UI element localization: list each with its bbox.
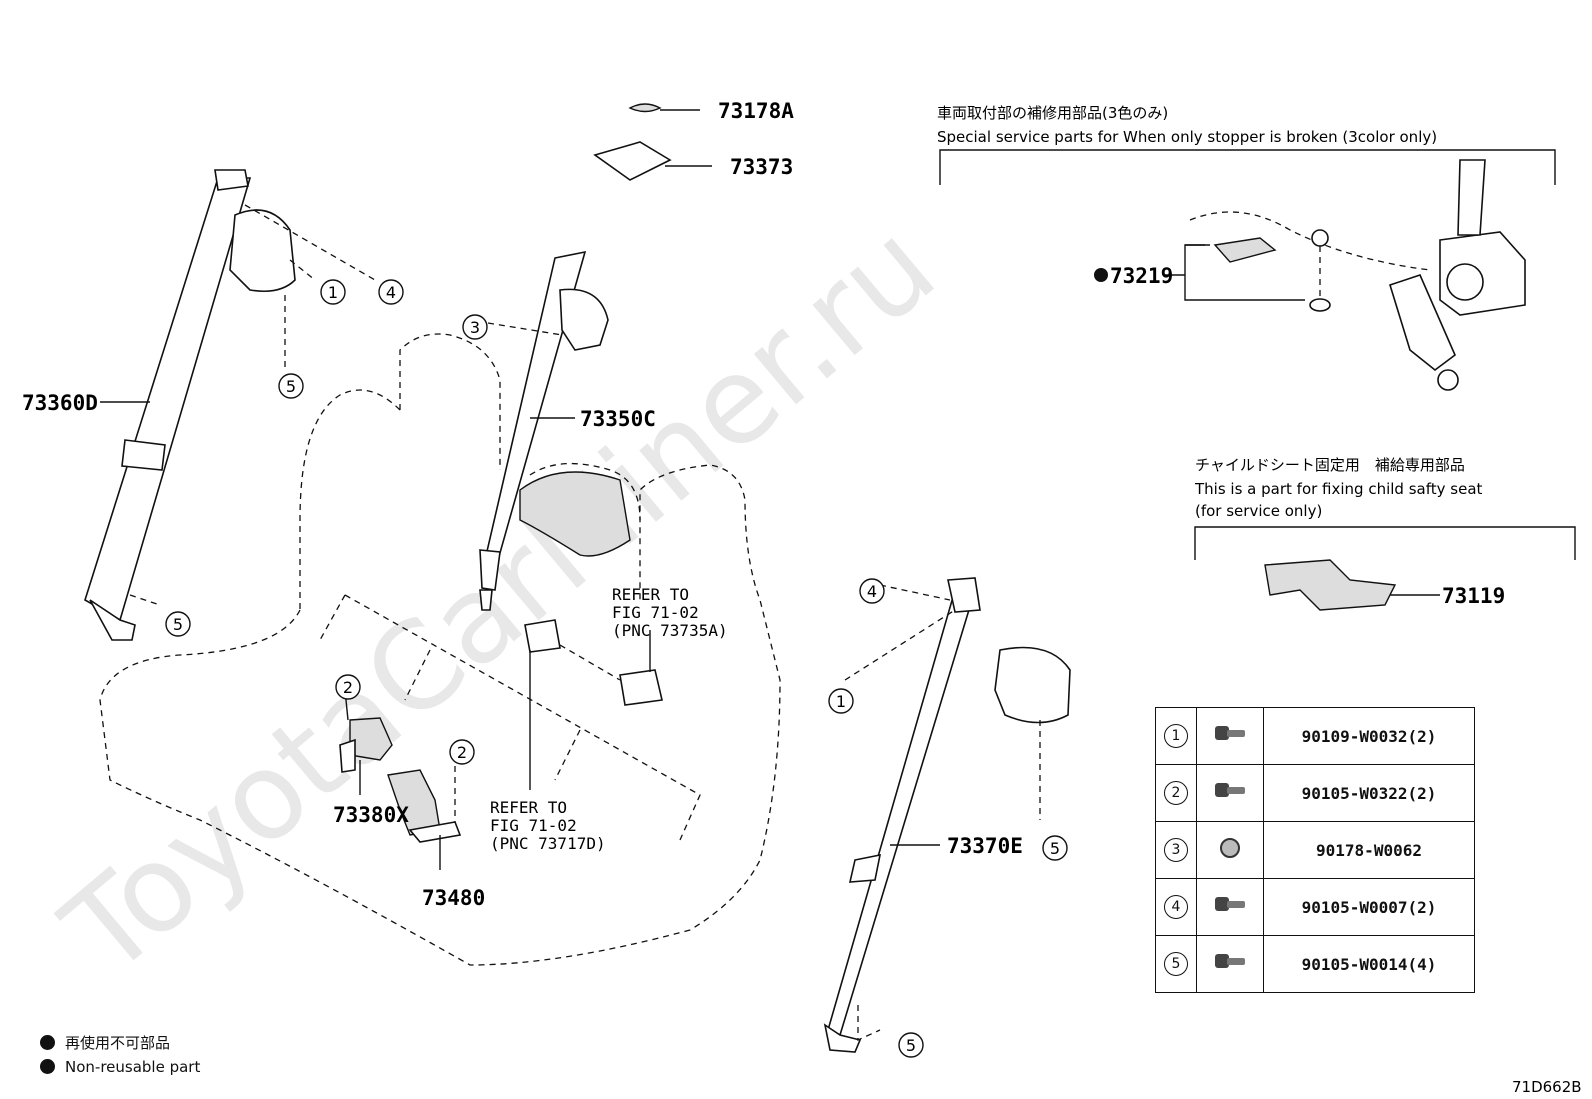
callout-5-left-bottom: 5 [165,611,191,637]
child-note-jp: チャイルドシート固定用 補給専用部品 [1195,456,1465,474]
row-number: 3 [1164,838,1188,862]
table-row: 4 90105-W0007(2) [1155,878,1475,936]
callout-1-right: 1 [828,688,854,714]
bolt-icon [1213,723,1247,745]
label-73480: 73480 [422,886,485,910]
label-73373: 73373 [730,155,793,179]
stopper-note-en: Special service parts for When only stop… [937,128,1437,146]
svg-text:4: 4 [386,283,396,302]
part-73178A-clip [628,103,700,113]
svg-text:4: 4 [867,582,877,601]
table-row: 3 90178-W0062 [1155,821,1475,879]
svg-text:1: 1 [328,283,338,302]
buckle-73480 [387,755,462,870]
label-73178A: 73178A [718,99,794,123]
part-number: 90105-W0007(2) [1263,878,1475,936]
label-73370E: 73370E [947,834,1023,858]
svg-text:5: 5 [173,615,183,634]
bullet-icon [40,1035,55,1050]
callout-5-left-top: 5 [278,373,304,399]
seat-belt-73360D [84,169,376,641]
refer-to-73735A: REFER TO FIG 71-02 (PNC 73735A) [612,585,728,640]
buckle-73380X [339,689,393,795]
child-note-en2: (for service only) [1195,502,1322,520]
label-73380X: 73380X [333,803,409,827]
ref2-line2: FIG 71-02 [490,816,577,835]
figure-code: 71D662B [1512,1078,1582,1096]
callout-5-right-bottom: 5 [898,1032,924,1058]
anchor-pnc-73735A [524,619,663,790]
part-number: 90109-W0032(2) [1263,707,1475,765]
svg-text:1: 1 [836,692,846,711]
child-seat-service-box [1194,526,1576,611]
table-row: 1 90109-W0032(2) [1155,707,1475,765]
svg-text:3: 3 [470,318,480,337]
non-reusable-dot [1094,268,1108,282]
ref1-line1: REFER TO [612,585,689,604]
nut-icon [1220,838,1240,858]
label-73219: 73219 [1110,264,1173,288]
legend-jp-text: 再使用不可部品 [65,1034,171,1052]
svg-text:2: 2 [457,743,467,762]
ref1-line3: (PNC 73735A) [612,621,728,640]
row-number: 4 [1164,895,1188,919]
legend-en-text: Non-reusable part [65,1058,201,1076]
seat-belt-73370E [823,577,1071,1053]
svg-text:5: 5 [286,377,296,396]
callout-2-left: 2 [335,674,361,700]
refer-to-73717D: REFER TO FIG 71-02 (PNC 73717D) [490,798,606,853]
stopper-service-box [939,149,1556,391]
legend-en: Non-reusable part [40,1058,200,1076]
callout-1-left: 1 [320,279,346,305]
rear-seat-outline [99,333,781,966]
callout-2-right: 2 [449,739,475,765]
table-row: 5 90105-W0014(4) [1155,935,1475,993]
ref2-line1: REFER TO [490,798,567,817]
ref1-line2: FIG 71-02 [612,603,699,622]
callout-4-left: 4 [378,279,404,305]
seat-belt-73350C [479,250,609,611]
bolt-icon [1213,951,1247,973]
label-73360D: 73360D [22,391,98,415]
svg-text:2: 2 [343,678,353,697]
label-73119: 73119 [1442,584,1505,608]
legend-jp: 再使用不可部品 [40,1032,170,1053]
bullet-icon [40,1059,55,1074]
fastener-table: 1 90109-W0032(2) 2 90105-W0322(2) 3 9017… [1155,707,1475,993]
callout-3: 3 [462,314,488,340]
row-number: 1 [1164,724,1188,748]
row-number: 2 [1164,781,1188,805]
svg-text:5: 5 [906,1036,916,1055]
part-number: 90105-W0322(2) [1263,764,1475,822]
bolt-icon [1213,894,1247,916]
svg-text:5: 5 [1050,839,1060,858]
stopper-note-jp: 車両取付部の補修用部品(3色のみ) [937,104,1168,122]
part-number: 90178-W0062 [1263,821,1475,879]
part-number: 90105-W0014(4) [1263,935,1475,993]
callout-4-right: 4 [859,578,885,604]
table-row: 2 90105-W0322(2) [1155,764,1475,822]
bolt-icon [1213,780,1247,802]
ref2-line3: (PNC 73717D) [490,834,606,853]
row-number: 5 [1164,952,1188,976]
part-73373-cover [593,141,712,181]
callout-5-right-mid: 5 [1042,835,1068,861]
label-73350C: 73350C [580,407,656,431]
child-note-en1: This is a part for fixing child safty se… [1194,480,1483,498]
